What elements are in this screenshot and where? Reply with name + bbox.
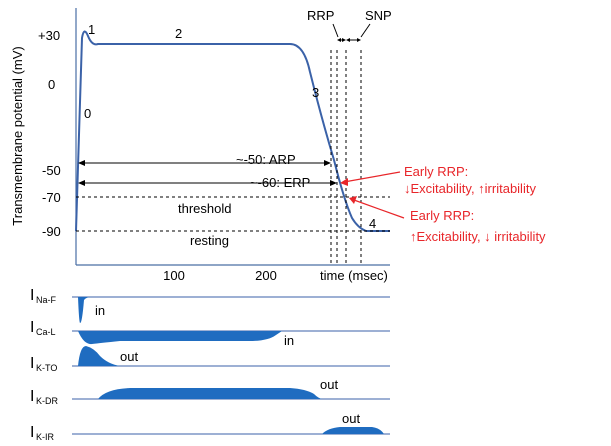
current-k-to-waveform [78, 346, 120, 366]
current-ca-l-direction: in [284, 333, 294, 348]
annotation-1-arrow [343, 171, 401, 183]
erp-label: ~-60: ERP [250, 175, 310, 190]
current-k-dr-sub: K-DR [36, 396, 58, 406]
current-k-ir-I: I [30, 424, 34, 441]
current-k-dr-direction: out [320, 377, 338, 392]
annotation-2-body: ↑Excitability, ↓ irritability [410, 229, 546, 244]
threshold-label: threshold [178, 201, 231, 216]
current-na-f-sub: Na-F [36, 295, 57, 305]
erp-arrow-left-head [78, 180, 85, 186]
phase-2-label: 2 [175, 26, 182, 41]
current-k-to-I: I [30, 355, 34, 372]
arp-arrow-left-head [78, 160, 85, 166]
y-tick-0: 0 [48, 77, 55, 92]
rrp-pointer [332, 23, 339, 38]
phase-3-label: 3 [312, 85, 319, 100]
y-axis-label: Transmembrane potential (mV) [10, 46, 25, 225]
current-na-f-waveform [74, 297, 92, 324]
current-k-to-sub: K-TO [36, 363, 57, 373]
current-na-f-direction: in [95, 303, 105, 318]
current-na-f-I: I [30, 287, 34, 304]
current-k-ir-waveform [322, 427, 384, 434]
annotation-2-arrowhead [349, 196, 357, 204]
annotation-1-body: ↓Excitability, ↑irritability [404, 181, 536, 196]
current-k-to-direction: out [120, 349, 138, 364]
rrp-span-right-head [342, 38, 346, 42]
snp-span-left-head [346, 38, 350, 42]
rrp-span-left-head [337, 38, 341, 42]
y-tick-plus30: +30 [38, 28, 60, 43]
annotation-1-title: Early RRP: [404, 164, 468, 179]
snp-label: SNP [365, 8, 392, 23]
snp-span-right-head [357, 38, 361, 42]
current-k-dr-I: I [30, 388, 34, 405]
annotation-1-arrowhead [340, 178, 348, 186]
x-tick-200: 200 [255, 268, 277, 283]
current-ca-l-I: I [30, 319, 34, 336]
current-ca-l-waveform [78, 331, 282, 345]
snp-pointer [360, 23, 371, 38]
resting-label: resting [190, 233, 229, 248]
x-tick-100: 100 [163, 268, 185, 283]
phase-4-label: 4 [369, 216, 376, 231]
action-potential-trace [75, 30, 390, 232]
y-tick-minus70: -70 [42, 190, 61, 205]
phase-0-label: 0 [84, 106, 91, 121]
current-k-dr-waveform [98, 388, 322, 399]
arp-arrow-right-head [324, 160, 331, 166]
current-k-ir-sub: K-IR [36, 432, 55, 442]
arp-label: ~-50: ARP [236, 152, 296, 167]
current-k-ir-direction: out [342, 411, 360, 426]
y-tick-minus50: -50 [42, 163, 61, 178]
current-ca-l-sub: Ca-L [36, 327, 56, 337]
y-tick-minus90: -90 [42, 224, 61, 239]
annotation-2-arrow [353, 199, 405, 219]
phase-1-label: 1 [88, 22, 95, 37]
x-axis-label: time (msec) [320, 268, 388, 283]
rrp-label: RRP [307, 8, 334, 23]
erp-arrow-right-head [330, 180, 337, 186]
annotation-2-title: Early RRP: [410, 208, 474, 223]
